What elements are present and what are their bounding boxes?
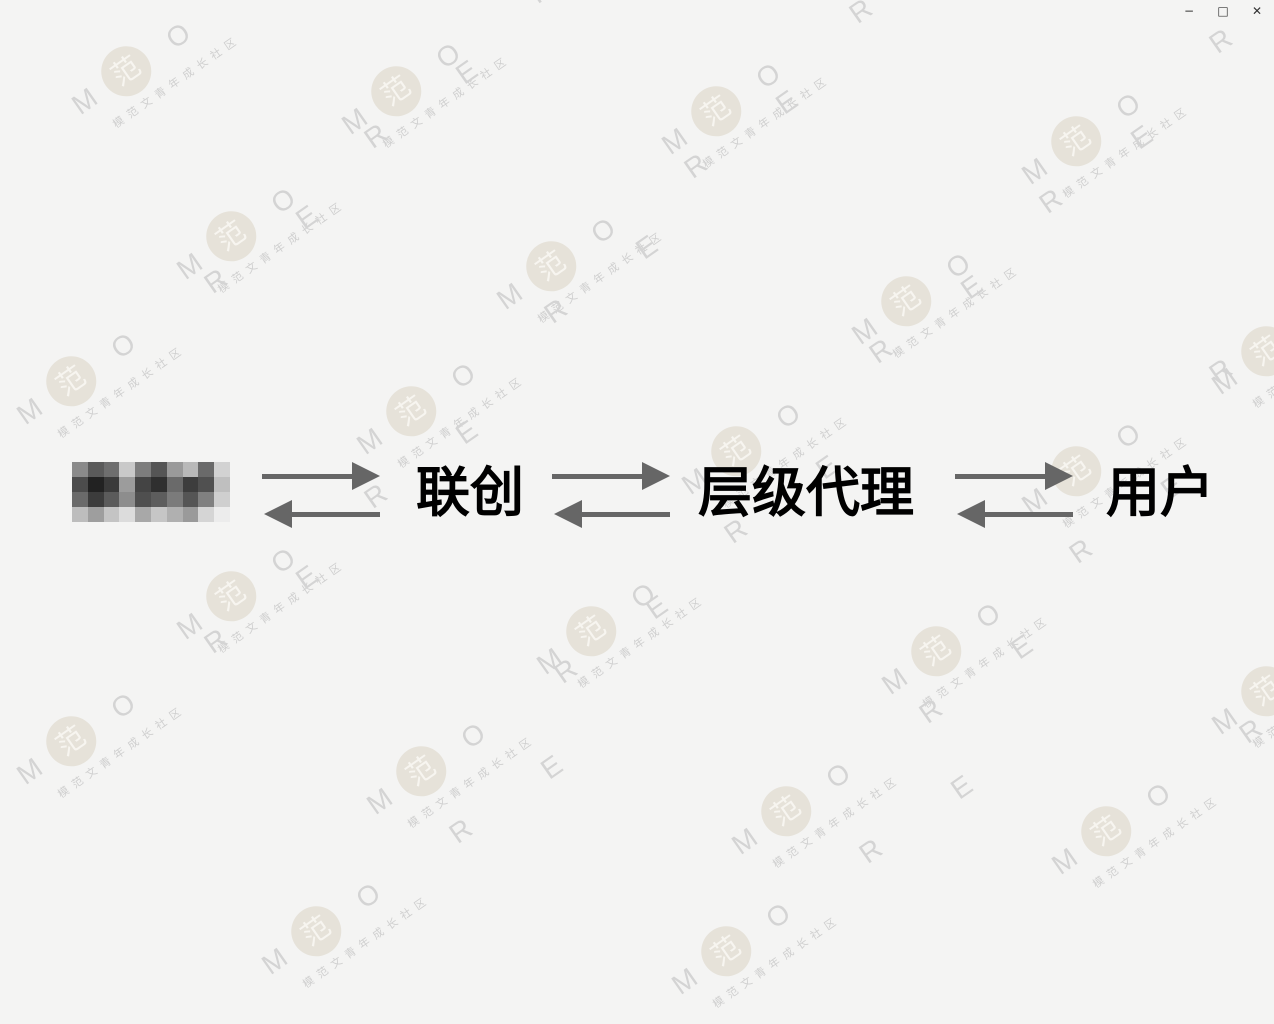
window-controls: − □ ✕ [1172,0,1274,22]
watermark-seal: 范 [36,346,107,417]
watermark-subtitle: 模范文青年成长社区 [405,732,539,831]
watermark-seal: 范 [1041,106,1112,177]
watermark-letters: M O R E [726,604,1073,861]
bidirectional-arrow-1 [260,454,382,530]
watermark-letters: M O R E [336,0,683,141]
watermark-letters: M O R E [256,724,603,981]
watermark-letters: M O R E [846,94,1193,351]
watermark-subtitle: 模范文青年成长社区 [1250,652,1274,751]
watermark-seal: 范 [871,266,942,337]
maximize-button[interactable]: □ [1217,4,1229,18]
watermark-seal: 范 [196,201,267,272]
watermark-seal: 范 [386,736,457,807]
watermark-seal: 范 [691,916,762,987]
watermark-letters: M O R E [1206,145,1274,401]
watermark-seal: 范 [901,616,972,687]
watermark-seal: 范 [1231,656,1274,727]
watermark-letters: M O R E [1016,0,1274,191]
watermark-letters: M O R E [666,744,1013,1001]
watermark-seal: 范 [556,596,627,667]
watermark-seal: 范 [376,376,447,447]
watermark-letters: M O R E [66,0,413,121]
watermark-letters: M O R E [531,424,878,681]
watermark-seal: 范 [36,706,107,777]
watermark-seal: 范 [361,56,432,127]
watermark-subtitle: 模范文青年成长社区 [575,592,709,691]
flow-diagram: 联创 层级代理 用户 [0,450,1274,540]
node-lianchuang: 联创 [416,461,524,524]
watermark-letters: M O R E [11,174,358,431]
watermark-letters: M O R E [656,0,1003,161]
watermark-subtitle: 模范文青年成长社区 [920,612,1054,711]
watermark-subtitle: 模范文青年成长社区 [55,702,189,801]
watermark-seal: 范 [751,776,822,847]
bidirectional-arrow-3 [953,454,1075,530]
watermark-seal: 范 [1231,316,1274,387]
watermark-letters: M O R E [171,29,518,286]
watermark-letters: M O R E [361,564,708,821]
watermark-subtitle: 模范文青年成长社区 [215,197,349,296]
bidirectional-arrow-2 [550,454,672,530]
watermark-letters: M O R E [491,59,838,316]
watermark-subtitle: 模范文青年成长社区 [535,227,669,326]
watermark-letters: M O R E [11,534,358,791]
watermark-subtitle: 模范文青年成长社区 [890,262,1024,361]
node-tier-agent: 层级代理 [698,461,914,524]
watermark-letters: M O R E [351,204,698,461]
watermark-subtitle: 模范文青年成长社区 [1090,792,1224,891]
watermark-subtitle: 模范文青年成长社区 [110,32,244,131]
minimize-button[interactable]: − [1183,4,1195,18]
watermark-seal: 范 [681,76,752,147]
watermark-seal: 范 [281,896,352,967]
watermark-subtitle: 模范文青年成长社区 [1250,312,1274,411]
watermark-seal: 范 [91,36,162,107]
watermark-subtitle: 模范文青年成长社区 [380,52,514,151]
watermark-seal: 范 [1071,796,1142,867]
watermark-subtitle: 模范文青年成长社区 [300,892,434,991]
watermark-subtitle: 模范文青年成长社区 [215,557,349,656]
watermark-letters: M O R E [1046,625,1274,881]
watermark-seal: 范 [196,561,267,632]
close-button[interactable]: ✕ [1251,4,1263,18]
watermark-subtitle: 模范文青年成长社区 [1060,102,1194,201]
watermark-letters: M O R E [1206,485,1274,741]
watermark-letters: M O R E [876,444,1223,701]
watermark-seal: 范 [516,231,587,302]
watermark-subtitle: 模范文青年成长社区 [710,912,844,1011]
watermark-subtitle: 模范文青年成长社区 [700,72,834,171]
node-user: 用户 [1106,461,1214,524]
watermark-subtitle: 模范文青年成长社区 [55,342,189,441]
redacted-logo [72,462,230,522]
watermark-subtitle: 模范文青年成长社区 [770,772,904,871]
